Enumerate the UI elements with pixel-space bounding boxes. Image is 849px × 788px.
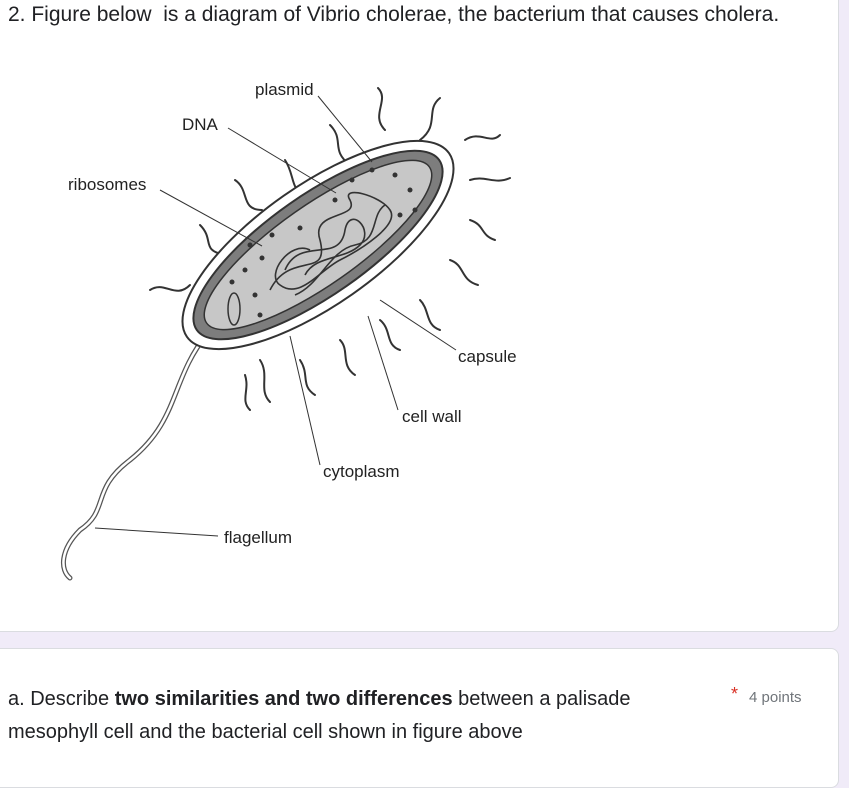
dna-tangle (269, 191, 393, 296)
points-badge: 4 points (749, 689, 802, 706)
label-flagellum: flagellum (224, 528, 292, 547)
label-plasmid: plasmid (255, 80, 314, 99)
question-card-1 (0, 0, 839, 632)
leader-lines (94, 95, 457, 537)
ribosomes-dots (229, 167, 418, 318)
question-card-2 (0, 648, 839, 788)
vibrio-cholerae-diagram: plasmid DNA ribosomes capsule cell wall … (60, 80, 517, 581)
label-ribosomes: ribosomes (68, 175, 146, 194)
question-2-prefix: a. Describe (8, 688, 115, 710)
label-cytoplasm: cytoplasm (323, 462, 400, 481)
question-2-rest: between a palisade mesophyll cell and th… (8, 688, 631, 743)
cytoplasm-shape (203, 159, 433, 331)
question-2-bold: two similarities and two differences (114, 688, 453, 710)
question-1-title: 2. Figure below is a diagram of Vibrio c… (8, 3, 780, 26)
label-cell-wall: cell wall (402, 407, 462, 426)
required-marker: * (731, 684, 739, 704)
question-2-title: a. Describe two similarities and two dif… (8, 683, 698, 749)
label-dna: DNA (182, 115, 219, 134)
plasmid-shape (227, 292, 241, 326)
label-capsule: capsule (458, 347, 517, 366)
